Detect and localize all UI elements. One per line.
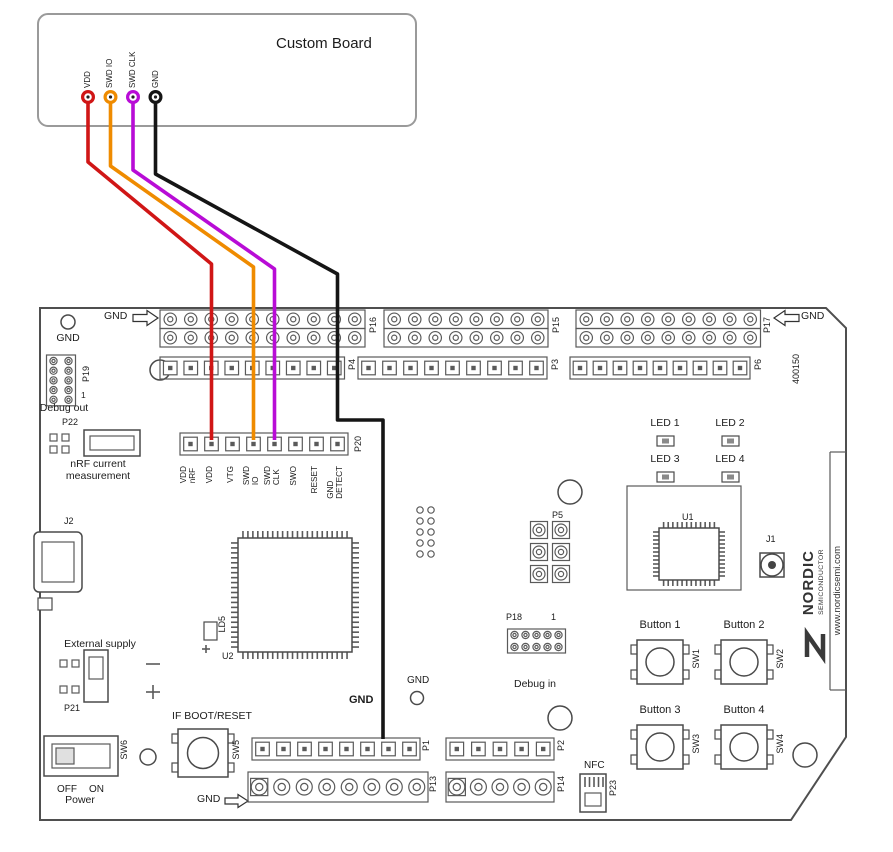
- button2-label: Button 2: [723, 619, 765, 631]
- component-label-j1: J1: [766, 534, 776, 544]
- terminal-vdd: [81, 90, 95, 104]
- header-label-p6: P6: [753, 359, 763, 371]
- board-outline: [39, 307, 847, 821]
- component-label-ld5: LD5: [217, 616, 227, 633]
- component-label-sw5: SW5: [231, 740, 241, 760]
- nfc-label: NFC: [584, 760, 605, 771]
- external-supply-label: External supply: [64, 638, 136, 650]
- p20-pin-swd-clk: SWD CLK: [263, 466, 281, 486]
- gnd-arrow-top-right-icon: [772, 309, 800, 327]
- power-off-label: OFF: [57, 784, 77, 795]
- p20-pin-vdd: VDD: [205, 466, 214, 484]
- component-label-sw1: SW1: [691, 649, 701, 669]
- header-label-p21: P21: [64, 703, 81, 713]
- header-label-p5: P5: [552, 510, 564, 520]
- component-label-sw6: SW6: [119, 740, 129, 760]
- gnd-label-bottom: GND: [197, 793, 221, 805]
- antenna-keepout-line: [829, 451, 846, 691]
- gnd-arrow-bottom-icon: [224, 793, 250, 809]
- button4-label: Button 4: [723, 704, 765, 716]
- p20-pin-vdd-nrf: VDD nRF: [179, 466, 197, 484]
- header-label-p22: P22: [62, 417, 79, 427]
- led4-label: LED 4: [715, 453, 745, 465]
- brand-url: www.nordicsemi.com: [832, 546, 843, 636]
- led1-label: LED 1: [650, 417, 680, 429]
- custom-board-title: Custom Board: [276, 35, 372, 52]
- component-label-sw3: SW3: [691, 734, 701, 754]
- wire-swd-io: [108, 97, 256, 440]
- component-label-sw2: SW2: [775, 649, 785, 669]
- wire-gnd: [153, 97, 385, 739]
- p20-pin-vtg: VTG: [226, 466, 235, 483]
- component-label-sw4: SW4: [775, 734, 785, 754]
- custom-board-terminals: [81, 90, 163, 104]
- header-label-p4: P4: [347, 359, 357, 371]
- p20-pin-swo: SWO: [289, 466, 298, 486]
- nrf-current-label: nRF current measurement: [65, 458, 131, 482]
- gnd-label-mid: GND: [407, 675, 430, 686]
- terminal-swd-io: [103, 90, 118, 104]
- p19-pin1-label: 1: [81, 390, 86, 400]
- nordic-logo-icon: [804, 626, 826, 665]
- p18-pin1-label: 1: [551, 612, 557, 622]
- terminal-label-gnd: GND: [151, 70, 160, 88]
- brand-sub: SEMICONDUCTOR: [818, 549, 825, 615]
- gnd-label-hole: GND: [56, 332, 80, 344]
- debug-in-label: Debug in: [513, 678, 557, 690]
- header-label-p20: P20: [353, 436, 363, 453]
- power-on-label: ON: [89, 784, 104, 795]
- if-boot-reset-label: IF BOOT/RESET: [172, 710, 252, 722]
- terminal-gnd: [148, 90, 163, 104]
- wire-vdd: [86, 97, 214, 440]
- p20-pin-gnd-detect: GND DETECT: [326, 466, 344, 499]
- debug-out-label: Debug out: [39, 402, 89, 414]
- power-label: Power: [65, 794, 95, 806]
- gnd-arrow-top-left-icon: [132, 309, 160, 327]
- part-number: 400150: [791, 354, 801, 385]
- p20-pin-reset: RESET: [310, 466, 319, 494]
- jumper-wires: [86, 97, 385, 739]
- header-label-p14: P14: [556, 776, 566, 793]
- board-components: [33, 309, 818, 813]
- terminal-label-swd-io: SWD IO: [105, 58, 114, 88]
- header-label-p13: P13: [428, 776, 438, 793]
- header-label-p23: P23: [608, 780, 618, 797]
- header-label-p15: P15: [551, 317, 561, 334]
- button1-label: Button 1: [639, 619, 681, 631]
- header-label-p19: P19: [81, 366, 91, 383]
- brand-name: NORDIC: [800, 550, 817, 616]
- custom-board-outline: [37, 13, 417, 127]
- button3-label: Button 3: [639, 704, 681, 716]
- gnd-label-top-left: GND: [104, 310, 128, 322]
- component-label-u2: U2: [222, 651, 234, 661]
- header-label-p18: P18: [506, 612, 523, 622]
- led3-label: LED 3: [650, 453, 680, 465]
- terminal-swd-clk: [126, 90, 140, 104]
- terminal-label-swd-clk: SWD CLK: [128, 51, 137, 88]
- component-label-u1: U1: [682, 512, 694, 522]
- gnd-label-wire-end: GND: [349, 694, 374, 706]
- header-label-p17: P17: [762, 317, 772, 334]
- led2-label: LED 2: [715, 417, 745, 429]
- header-label-p16: P16: [368, 317, 378, 334]
- gnd-label-top-right: GND: [801, 310, 825, 322]
- p20-pin-swd-io: SWD IO: [242, 466, 260, 486]
- component-label-j2: J2: [64, 516, 74, 526]
- wire-swd-clk: [131, 97, 277, 440]
- header-label-p1: P1: [421, 740, 431, 752]
- terminal-label-vdd: VDD: [83, 71, 92, 88]
- header-label-p3: P3: [550, 359, 560, 371]
- header-label-p2: P2: [556, 740, 566, 752]
